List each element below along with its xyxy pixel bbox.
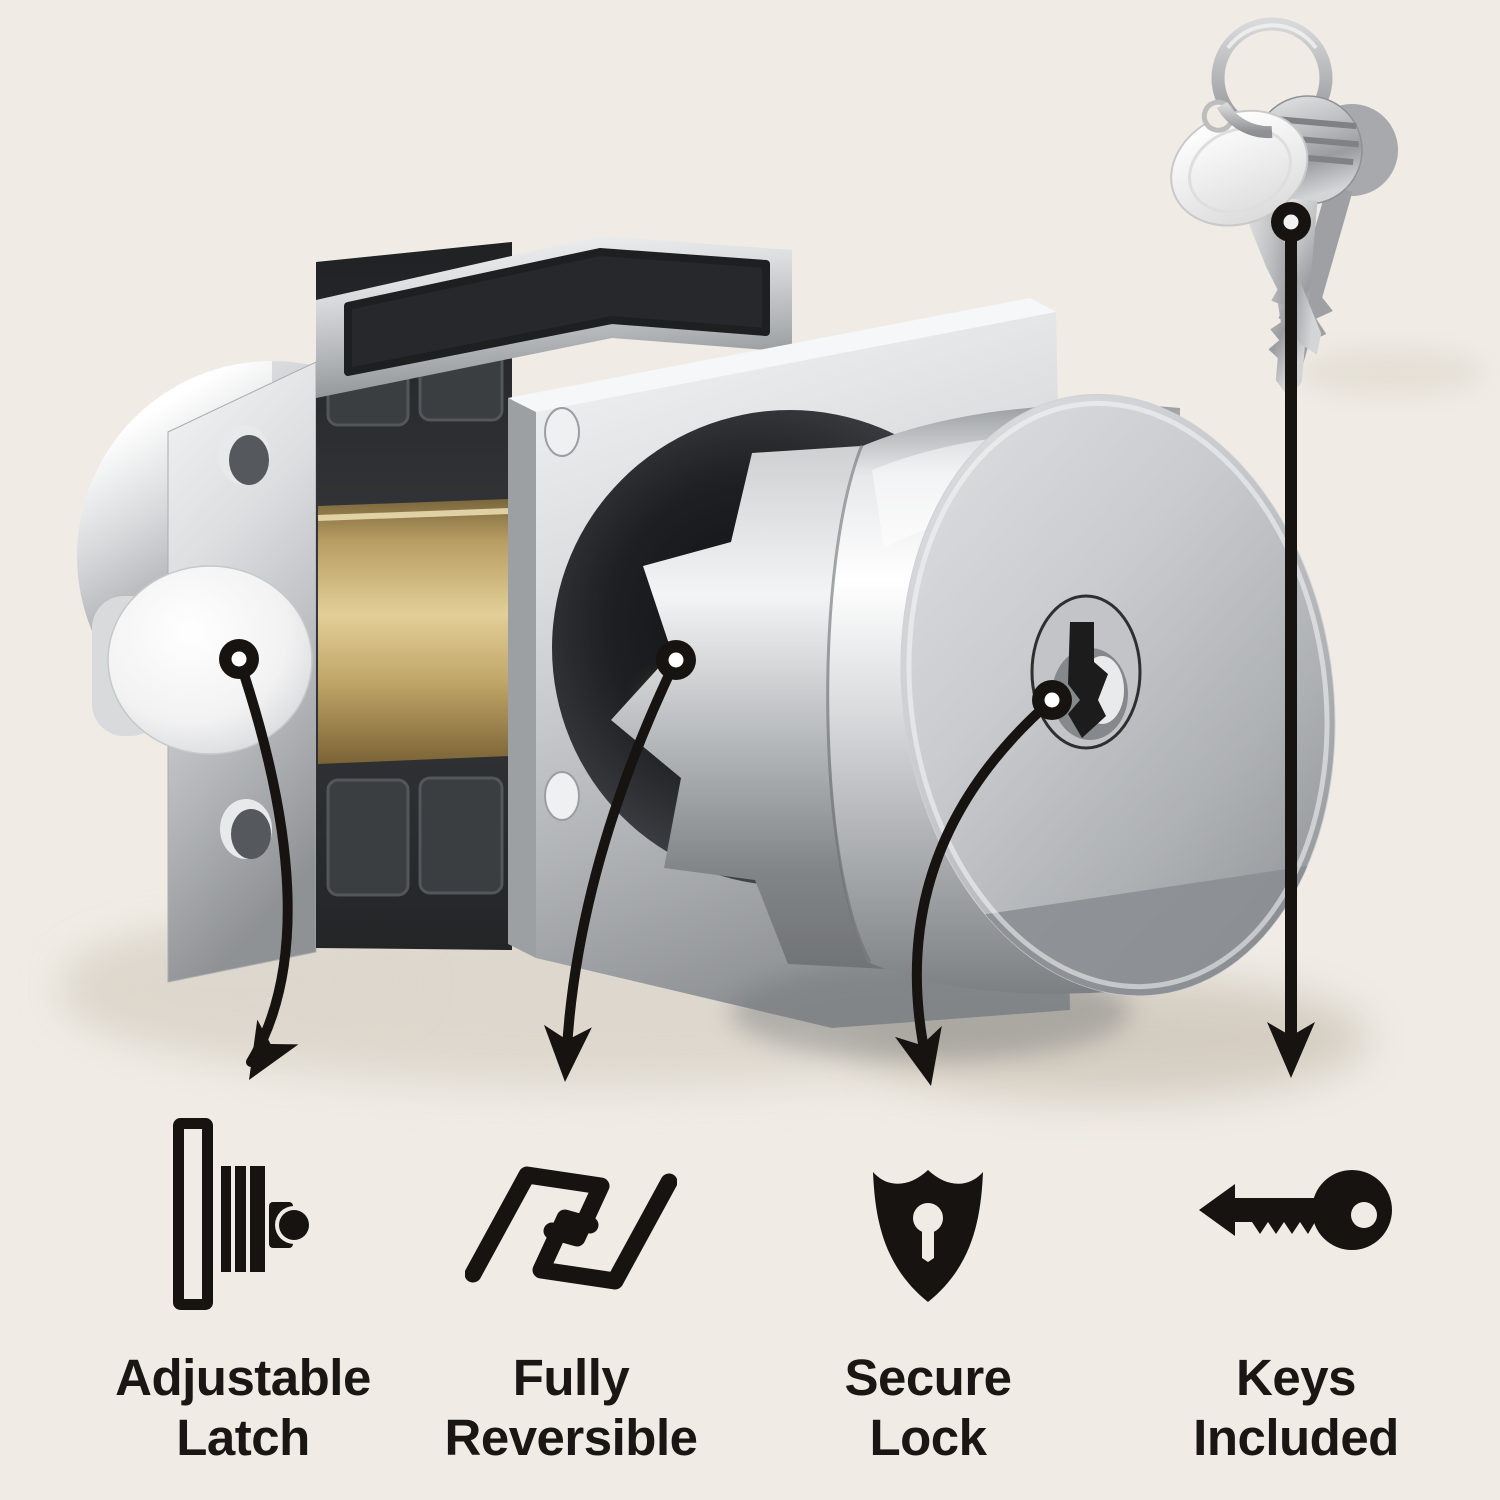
callout-dot (219, 639, 259, 679)
screw-hole (544, 771, 580, 821)
callout-line-fully-reversible (561, 655, 681, 1069)
adjustable-latch-icon (173, 1118, 313, 1310)
callout-dot (1032, 680, 1072, 720)
feature-label: Keys Included (1193, 1349, 1399, 1467)
feature-adjustable-latch: Adjustable Latch (63, 1112, 423, 1468)
callout-dot (1271, 202, 1311, 242)
keys-included-icon (1199, 1170, 1392, 1250)
callout-line-secure-lock (911, 695, 1057, 1073)
callout-dot (656, 640, 696, 680)
feature-label: Secure Lock (844, 1349, 1012, 1467)
keyhole (1030, 594, 1142, 750)
feature-label: Fully Reversible (444, 1349, 699, 1467)
key-left-with-tag (1170, 99, 1322, 355)
chrome-shell (316, 236, 792, 398)
screw-hole (220, 799, 272, 859)
fully-reversible-icon (465, 1166, 677, 1290)
keys-bundle (1170, 17, 1398, 398)
feature-keys-included: Keys Included (1116, 1112, 1476, 1468)
feature-fully-reversible: Fully Reversible (391, 1112, 751, 1468)
callouts (234, 216, 1297, 1073)
callout-dots (219, 202, 1311, 720)
feature-label: Adjustable Latch (115, 1349, 371, 1467)
callout-arrowheads (249, 1019, 1315, 1086)
feature-secure-lock: Secure Lock (748, 1112, 1108, 1468)
latch-bolt (107, 565, 313, 755)
door-knob (611, 393, 1360, 1024)
screw-hole (544, 407, 580, 457)
screw-hole (218, 425, 270, 485)
callout-line-adjustable-latch (234, 654, 293, 1067)
secure-lock-icon (873, 1170, 983, 1302)
key-slot (1068, 622, 1108, 738)
